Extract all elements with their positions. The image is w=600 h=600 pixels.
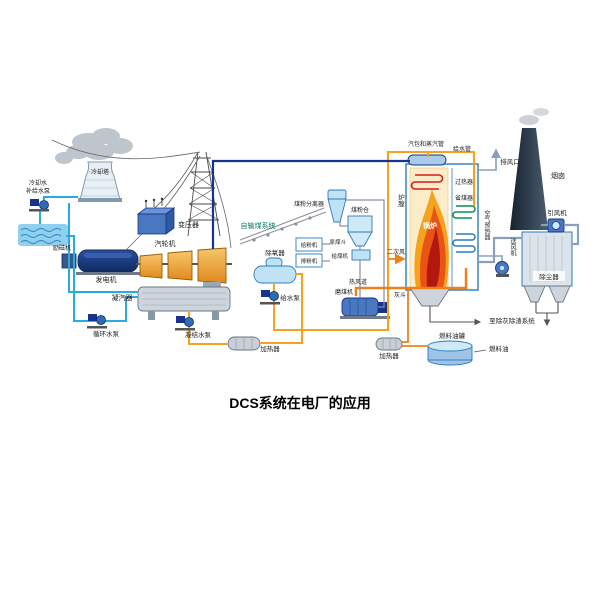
- label-secondary-air: 二次风: [387, 248, 405, 256]
- economizer-coil: [452, 205, 476, 219]
- label-coal-feeder: 给煤机: [331, 252, 348, 260]
- label-condenser: 凝汽器: [112, 293, 133, 302]
- label-deaerator: 除氧器: [265, 248, 285, 257]
- label-generator: 发电机: [96, 275, 117, 284]
- label-oil-heater: 加热器: [379, 351, 399, 360]
- label-induced-fan: 引风机: [547, 208, 567, 217]
- dust-collector: [521, 231, 573, 303]
- label-forced-fan: 送风机: [509, 237, 516, 257]
- label-air-preheater: 空气预热器: [483, 209, 490, 241]
- label-cooling-tower: 冷却塔: [91, 168, 109, 176]
- coal-feeder-box: [351, 249, 371, 261]
- label-powder-fan: 排粉机: [301, 257, 318, 265]
- coal-conveyor: [239, 207, 327, 245]
- label-chimney: 烟囱: [551, 171, 565, 180]
- label-raw-coal-hopper: 原煤斗: [329, 238, 346, 246]
- label-feed-pipe: 给水管: [453, 145, 471, 153]
- condenser: [137, 282, 231, 320]
- label-makeup-pump-2: 补给水泵: [26, 187, 50, 195]
- label-separator: 煤粉分离器: [294, 200, 324, 208]
- main-steam-line: [211, 159, 410, 249]
- fuel-oil-tank: [427, 340, 473, 366]
- steam-turbine: [136, 247, 232, 284]
- label-coal-mill: 磨煤机: [335, 288, 353, 296]
- water-lines: [39, 196, 138, 322]
- coal-circuit-lines: [322, 199, 385, 308]
- ash-lines: [429, 302, 559, 327]
- label-coal-supply: 自输煤系统: [241, 221, 276, 230]
- transformer: [136, 197, 176, 235]
- label-circulating-pump: 循环水泵: [93, 329, 120, 338]
- deaerator: [253, 257, 297, 284]
- cooling-tower: [78, 161, 122, 202]
- label-powder-feeder: 给粉机: [301, 241, 318, 249]
- chimney: [510, 108, 549, 230]
- makeup-water-pump: [29, 199, 49, 212]
- coal-mill: [340, 297, 390, 319]
- label-hot-air-duct: 热风道: [349, 278, 367, 286]
- ash-hopper-shape: [409, 287, 451, 307]
- label-transformer: 变压器: [178, 220, 199, 229]
- forced-draft-fan: [495, 261, 509, 277]
- flame-core: [426, 227, 440, 288]
- condensate-pump: [175, 316, 195, 331]
- label-economizer: 省煤器: [455, 194, 473, 202]
- powder-feeder-box: [295, 237, 323, 268]
- label-fuel-oil: 燃料油: [489, 344, 509, 353]
- label-superheater: 过热器: [455, 178, 473, 186]
- label-turbine: 汽轮机: [155, 239, 176, 248]
- label-ash-hopper: 灰斗: [394, 291, 406, 299]
- feed-water-pump: [260, 290, 280, 305]
- labels: 冷却塔 冷却水 补给水泵 变压器 励磁机 发电机 汽轮机 凝汽器 循环水泵 凝结…: [26, 140, 567, 360]
- label-boiler: 锅炉: [422, 221, 437, 230]
- label-dust-collector: 除尘器: [539, 272, 559, 281]
- air-preheater-coil: [452, 233, 476, 253]
- flue-gas-ducts: [478, 148, 580, 264]
- label-makeup-pump-1: 冷却水: [29, 179, 47, 187]
- oil-heater: [375, 337, 403, 351]
- condensate-feed-lines: [188, 151, 475, 345]
- label-exciter: 励磁机: [53, 244, 71, 252]
- label-feed-pump: 给水泵: [280, 293, 300, 302]
- hot-air-lines: [354, 268, 468, 296]
- label-fuel-tank: 燃料油罐: [439, 331, 466, 340]
- label-lp-heater: 加热器: [260, 344, 280, 353]
- boiler: [405, 154, 479, 307]
- page-title: DCS系统在电厂的应用: [229, 395, 371, 411]
- label-condensate-pump: 凝结水泵: [185, 330, 212, 339]
- river: [18, 224, 68, 246]
- cyclone-separator: [327, 189, 347, 223]
- coal-bunker: [347, 215, 373, 261]
- steam-clouds: [55, 128, 133, 164]
- fuel-oil-lines: [402, 290, 428, 347]
- label-ash-system: 至除灰除渣系统: [489, 316, 535, 325]
- label-air-outlet: 排风口: [500, 157, 520, 166]
- fuel-oil-leader-line: [473, 349, 487, 353]
- lp-heater: [227, 336, 261, 351]
- label-furnace: 炉膛: [397, 193, 405, 209]
- circulating-water-pump: [87, 314, 107, 329]
- induced-draft-fan: [547, 218, 565, 233]
- superheater-coil: [410, 174, 444, 190]
- label-steam-drum: 汽包和蒸汽管: [408, 140, 444, 148]
- label-coal-bunker: 煤粉仓: [351, 206, 369, 214]
